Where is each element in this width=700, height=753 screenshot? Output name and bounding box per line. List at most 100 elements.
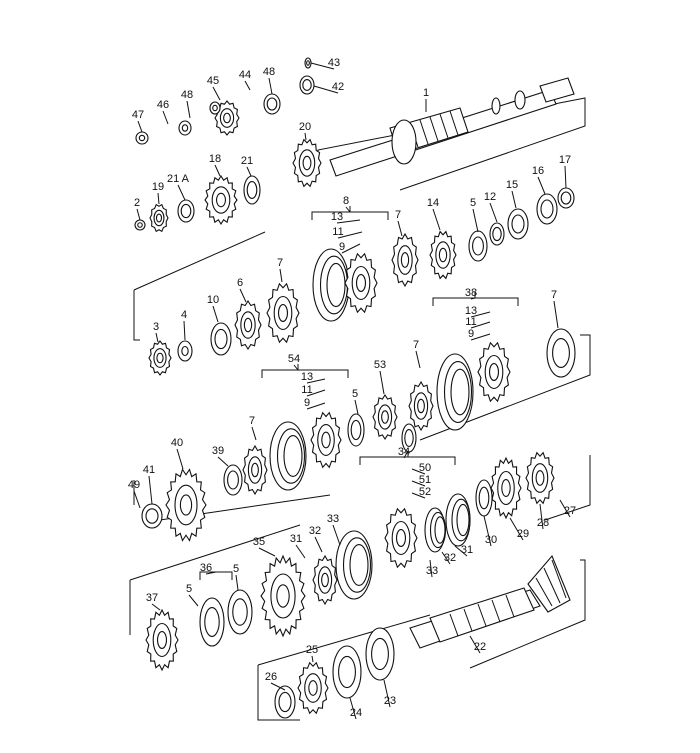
leader-line [183, 320, 186, 341]
callout: 5 [186, 583, 199, 607]
leader-line [133, 490, 141, 509]
callout: 19 [152, 181, 164, 205]
gear-part [408, 380, 434, 432]
leader-line [212, 305, 219, 323]
gear-part [490, 456, 522, 520]
part-number-label: 7 [277, 257, 283, 269]
part-number-label: 2 [134, 197, 140, 209]
leader-line [279, 268, 283, 283]
callout: 23 [383, 679, 396, 708]
part-number-label: 11 [332, 226, 343, 238]
gear-part [372, 393, 398, 441]
leader-line [306, 378, 326, 384]
callout: 44 [239, 69, 251, 91]
callout: 42 [313, 81, 344, 94]
part-number-label: 11 [465, 316, 476, 328]
leader-line [511, 190, 517, 209]
callout: 16 [532, 165, 546, 195]
leader-line [432, 208, 441, 231]
part-number-label: 7 [551, 289, 557, 301]
gear-part [312, 248, 350, 322]
gear-part [266, 282, 300, 344]
callout: 13 [465, 305, 491, 318]
leader-line [177, 184, 186, 201]
part-number-label: 45 [207, 75, 219, 87]
gear-parts-layer [134, 57, 576, 719]
callout: 43 [310, 57, 340, 70]
gear-part [312, 554, 338, 606]
part-number-label: 8 [343, 195, 349, 207]
part-number-label: 44 [239, 69, 251, 81]
leader-line [295, 544, 306, 559]
callout: 7 [551, 289, 559, 329]
callout: 30 [483, 515, 497, 547]
leader-line [151, 603, 161, 611]
callout: 10 [207, 294, 219, 323]
gear-part [263, 93, 281, 115]
part-number-label: 48 [181, 89, 193, 101]
callout: 35 [253, 536, 276, 557]
part-number-label: 42 [332, 81, 344, 93]
leader-line [235, 574, 239, 591]
leader-line [270, 682, 286, 691]
leader-line [268, 77, 273, 95]
callout: 13 [301, 371, 326, 384]
leader-line [306, 389, 326, 397]
part-number-label: 5 [470, 197, 476, 209]
part-number-label: 13 [331, 211, 343, 223]
gear-part [134, 219, 146, 231]
leader-line [246, 166, 252, 177]
part-number-label: 14 [427, 197, 439, 209]
part-number-label: 20 [299, 121, 311, 133]
callout: 46 [157, 99, 169, 125]
gear-part [149, 203, 169, 233]
gear-part [536, 193, 558, 225]
callout: 25 [306, 644, 318, 663]
leader-line [311, 655, 314, 663]
gear-part [165, 468, 207, 542]
leader-line [537, 176, 546, 195]
callout: 6 [237, 277, 247, 303]
callout: 11 [301, 384, 326, 397]
leader-line [509, 517, 524, 541]
leader-line [411, 492, 426, 499]
part-number-label: 41 [143, 464, 155, 476]
callout: 41 [143, 464, 155, 505]
leader-line [415, 350, 421, 369]
part-number-label: 24 [350, 707, 362, 719]
leader-line [251, 426, 257, 441]
part-number-label: 54 [288, 353, 300, 365]
callout: 11 [465, 316, 491, 329]
gear-part [141, 503, 163, 529]
gear-part [429, 230, 457, 280]
callout: 5 [352, 388, 359, 415]
leader-line [310, 62, 335, 70]
callout: 9 [304, 397, 326, 410]
leader-line [429, 559, 433, 578]
leader-line [483, 515, 492, 547]
part-number-label: 16 [532, 165, 544, 177]
leader-line [136, 208, 141, 221]
callout: 48 [263, 66, 275, 95]
callout: 21 A [167, 173, 190, 201]
callout: 29 [509, 517, 529, 541]
gear-part [199, 597, 225, 647]
gear-part [177, 199, 195, 223]
gear-part [384, 507, 418, 569]
leader-line [441, 551, 451, 565]
sub-assembly-brackets [199, 206, 519, 580]
leader-line [239, 288, 247, 303]
part-number-label: 21 [241, 155, 253, 167]
callout: 22 [469, 635, 486, 654]
callout: 17 [559, 154, 571, 189]
part-number-label: 4 [181, 309, 187, 321]
leader-line [244, 80, 251, 91]
pinion-shaft-part [409, 554, 571, 649]
callout: 2 [134, 197, 141, 221]
callout: 26 [265, 671, 286, 691]
leader-line [470, 321, 491, 329]
gear-part [335, 530, 373, 600]
part-number-label: 31 [290, 533, 302, 545]
gear-part [274, 685, 296, 719]
